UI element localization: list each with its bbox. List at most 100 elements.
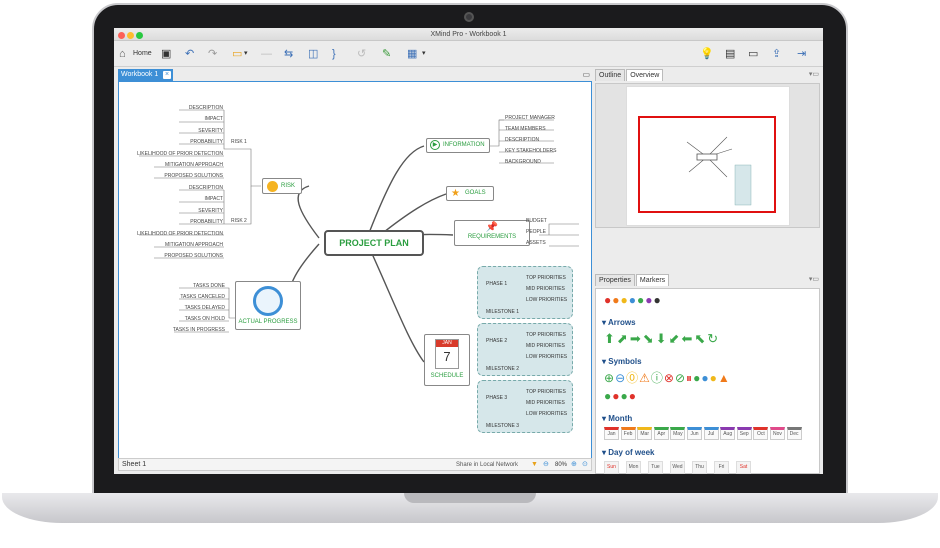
person-icon[interactable]: ● (637, 293, 646, 307)
subtopic[interactable]: SEVERITY (198, 207, 223, 214)
subtopic[interactable]: ASSETS (526, 240, 546, 246)
month-marker-apr[interactable]: Apr (653, 427, 669, 440)
home-label[interactable]: Home (133, 50, 152, 57)
symbols-section-header[interactable]: ▾ Symbols (602, 357, 642, 366)
month-marker-sep[interactable]: Sep (736, 427, 752, 440)
info-icon[interactable]: ⓘ (650, 371, 664, 385)
milestone-label[interactable]: MILESTONE 2 (486, 366, 519, 372)
risk-topic[interactable]: RISK (262, 178, 302, 194)
panel-menu-icon[interactable]: ▾▭ (808, 71, 819, 78)
minimize-window-button[interactable] (127, 32, 134, 39)
close-window-button[interactable] (118, 32, 125, 39)
subtopic[interactable]: PROPOSED SOLUTIONS (164, 173, 223, 180)
month-marker-jun[interactable]: Jun (686, 427, 702, 440)
subtopic[interactable]: TASKS DELAYED (184, 305, 225, 311)
day-marker-tue[interactable]: Tue (648, 461, 663, 474)
share-status[interactable]: Share in Local Network (456, 462, 519, 468)
day-marker-sun[interactable]: Sun (604, 461, 619, 474)
subtopic[interactable]: PROPOSED SOLUTIONS (164, 253, 223, 260)
redo-icon[interactable]: ↷ (208, 48, 218, 60)
month-marker-mar[interactable]: Mar (637, 427, 653, 440)
arrow-down-icon[interactable]: ⬇ (655, 331, 669, 346)
month-marker-nov[interactable]: Nov (769, 427, 785, 440)
note-icon[interactable]: ✎ (382, 48, 392, 60)
zoom-in-icon[interactable]: ⊕ (571, 461, 577, 468)
subtopic[interactable]: PROBABILITY (190, 219, 223, 226)
subtopic[interactable]: TASKS CANCELED (180, 294, 225, 300)
schedule-topic[interactable]: JAN 7 SCHEDULE (424, 334, 470, 386)
warning-filled-icon[interactable]: ▲ (717, 371, 731, 385)
presentation-icon[interactable]: ▤ (725, 48, 736, 60)
mind-map-canvas[interactable]: PROJECT PLAN ▶ INFORMATION ★ GOALS 📌 REQ… (118, 81, 592, 462)
minus-filled-icon[interactable]: ● (701, 371, 710, 385)
share-icon[interactable]: ⇪ (772, 48, 782, 60)
home-icon[interactable]: ⌂ (119, 48, 126, 60)
plus-filled-icon[interactable]: ● (693, 371, 702, 385)
layout-icon[interactable]: ▭ (748, 48, 759, 60)
pause-icon[interactable]: ⏸ (686, 371, 694, 385)
tab-properties[interactable]: Properties (595, 274, 635, 286)
topic-icon[interactable]: ▭ (232, 48, 243, 60)
subtopic[interactable]: DESCRIPTION (188, 185, 223, 191)
subtopic[interactable]: TASKS ON HOLD (184, 316, 225, 322)
month-marker-jan[interactable]: Jan (604, 427, 619, 440)
subtopic[interactable]: BUDGET (526, 218, 547, 224)
check-filled-icon[interactable]: ● (620, 389, 629, 403)
refresh-icon[interactable]: ↻ (707, 331, 721, 346)
subtopic[interactable]: TOP PRIORITIES (526, 332, 566, 338)
subtopic[interactable]: IMPACT (204, 196, 223, 203)
actual-progress-topic[interactable]: ACTUAL PROGRESS (235, 281, 301, 330)
fit-icon[interactable]: ⊙ (582, 461, 588, 468)
milestone-label[interactable]: MILESTONE 3 (486, 423, 519, 429)
subtopic[interactable]: TOP PRIORITIES (526, 275, 566, 281)
subtopic[interactable]: DESCRIPTION (505, 137, 540, 143)
subtopic[interactable]: TOP PRIORITIES (526, 389, 566, 395)
chevron-down-icon[interactable]: ▾ (244, 50, 248, 57)
phase-label[interactable]: PHASE 1 (486, 281, 508, 287)
save-icon[interactable]: ▣ (161, 48, 172, 60)
tab-outline[interactable]: Outline (595, 69, 626, 81)
arrow-up-left-icon[interactable]: ⬉ (694, 331, 708, 346)
relationship-icon[interactable]: ⇆ (284, 48, 294, 60)
month-marker-aug[interactable]: Aug (720, 427, 736, 440)
central-topic[interactable]: PROJECT PLAN (324, 230, 424, 256)
callout-icon[interactable]: ↺ (357, 48, 367, 60)
subtopic[interactable]: KEY STAKEHOLDERS (505, 148, 557, 154)
arrows-section-header[interactable]: ▾ Arrows (602, 318, 636, 327)
cross-icon[interactable]: ⊗ (663, 371, 675, 385)
arrow-up-icon[interactable]: ⬆ (604, 331, 617, 346)
arrow-down-left-icon[interactable]: ⬋ (668, 331, 682, 346)
check-icon[interactable]: ⊘ (674, 371, 687, 385)
sheet-tab[interactable]: Sheet 1 (122, 461, 147, 468)
person-icon[interactable]: ● (653, 293, 662, 307)
cross-filled-icon[interactable]: ● (612, 389, 621, 403)
subtopic[interactable]: BACKGROUND (505, 159, 541, 165)
question-filled-icon[interactable]: ● (709, 371, 718, 385)
chevron-down-icon[interactable]: ▾ (422, 50, 426, 57)
summary-icon[interactable]: } (332, 48, 336, 60)
zoom-out-icon[interactable]: ⊖ (543, 461, 549, 468)
month-marker-oct[interactable]: Oct (753, 427, 769, 440)
subtopic[interactable]: PEOPLE (526, 229, 547, 235)
month-marker-jul[interactable]: Jul (703, 427, 719, 440)
brainstorm-icon[interactable]: 💡 (700, 48, 714, 60)
maximize-icon[interactable]: ▭ (582, 70, 590, 79)
subtopic[interactable]: MITIGATION APPROACH (165, 162, 223, 169)
subtopic[interactable]: LOW PRIORITIES (526, 411, 568, 417)
arrow-up-right-icon[interactable]: ⬈ (616, 331, 630, 346)
day-of-week-section-header[interactable]: ▾ Day of week (602, 448, 655, 457)
subtopic[interactable]: TASKS IN PROGRESS (172, 327, 225, 333)
subtopic[interactable]: MID PRIORITIES (526, 400, 565, 406)
person-icon[interactable]: ● (628, 293, 637, 307)
arrow-right-icon[interactable]: ➡ (629, 331, 643, 346)
pause-filled-icon[interactable]: ● (628, 389, 637, 403)
day-marker-mon[interactable]: Mon (626, 461, 641, 474)
phase-label[interactable]: PHASE 3 (486, 395, 508, 401)
subtopic[interactable]: LOW PRIORITIES (526, 354, 568, 360)
subtopic[interactable]: TEAM MEMBERS (505, 126, 546, 132)
subtopic[interactable]: PROJECT MANAGER (505, 115, 555, 121)
subtopic[interactable]: IMPACT (204, 116, 223, 123)
subtopic-icon[interactable]: — (261, 48, 272, 60)
minus-icon[interactable]: ⊖ (615, 371, 627, 385)
subtopic[interactable]: SEVERITY (198, 127, 223, 134)
